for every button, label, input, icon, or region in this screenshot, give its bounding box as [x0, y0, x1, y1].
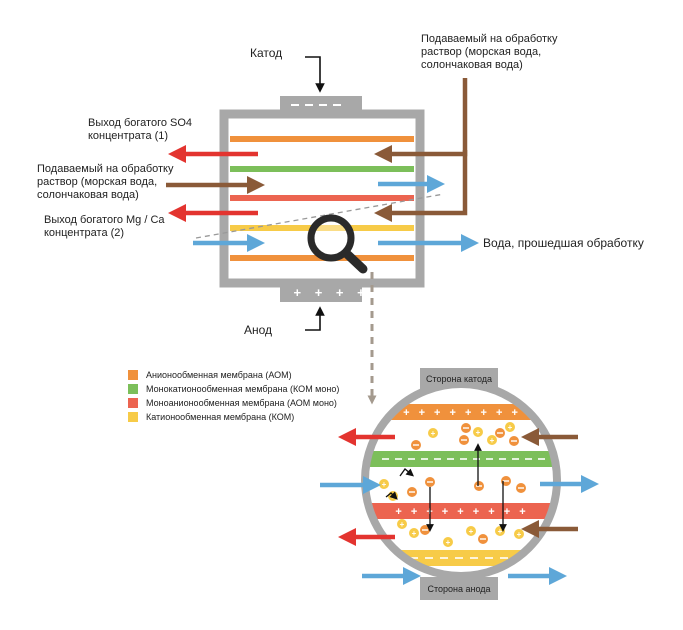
svg-text:+: +	[400, 520, 405, 529]
anode-label: Анод	[244, 323, 273, 337]
legend-swatch	[128, 384, 138, 394]
legend-label: Катионообменная мембрана (КОМ)	[146, 412, 295, 422]
electrodialysis-cell: + + + + +	[219, 96, 425, 302]
zoom-dashed-line	[195, 193, 445, 239]
membrane-kom	[230, 225, 414, 231]
mgca-outlet-label: Выход богатого Mg / Ca концентрата (2)	[44, 214, 165, 239]
svg-text:+: +	[469, 527, 474, 536]
zoom-band-kom	[365, 550, 557, 566]
svg-text:+ + + + + + + +: + + + + + + + +	[403, 407, 521, 419]
feed-top-label: Подаваемый на обработку раствор (морская…	[421, 33, 558, 71]
svg-text:+: +	[508, 423, 513, 432]
membrane-aom-mono	[230, 195, 414, 201]
cathode-label: Катод	[250, 46, 283, 60]
svg-text:+: +	[498, 527, 503, 536]
anion-ions	[407, 423, 526, 544]
svg-text:+: +	[431, 429, 436, 438]
feed-pipe-right-lower	[374, 150, 468, 222]
zoom-band-aom-mono	[365, 503, 557, 519]
svg-text:+: +	[490, 436, 495, 445]
cathode-pointer	[305, 56, 325, 93]
treated-water-label: Вода, прошедшая обработку	[483, 236, 644, 250]
zoom-band-aom	[365, 404, 557, 420]
svg-text:+: +	[412, 529, 417, 538]
anode-block	[280, 283, 362, 302]
svg-text:+ + + + + + + + +: + + + + + + + + +	[395, 506, 528, 518]
svg-text:+: +	[517, 530, 522, 539]
magnifier-icon	[307, 214, 368, 274]
membrane-aom-1	[230, 136, 414, 142]
legend-swatch	[128, 398, 138, 408]
legend-label: Моноанионообменная мембрана (АОМ моно)	[146, 398, 337, 408]
cathode-side-label: Сторона катода	[425, 374, 493, 384]
anode-side-tab	[420, 577, 498, 600]
svg-text:+: +	[382, 480, 387, 489]
svg-text:+: +	[446, 538, 451, 547]
feed-left-label: Подаваемый на обработку раствор (морская…	[37, 163, 174, 201]
so4-outlet-label: Выход богатого SO4 концентрата (1)	[88, 117, 193, 142]
svg-text:+: +	[476, 428, 481, 437]
legend-swatch	[128, 370, 138, 380]
legend-label: Монокатионообменная мембрана (КОМ моно)	[146, 384, 340, 394]
anode-side-label: Сторона анода	[427, 584, 491, 594]
ion-migration-arrows	[385, 443, 507, 532]
anode-pointer	[305, 306, 325, 331]
zoom-circle: + + + + + + + + + + + + + + + + + + + + …	[361, 368, 561, 600]
legend-label: Анионообменная мембрана (АОМ)	[146, 370, 292, 380]
legend-swatch	[128, 412, 138, 422]
svg-text:+ + + + +: + + + + +	[272, 285, 369, 300]
membrane-kom-mono	[230, 166, 414, 172]
